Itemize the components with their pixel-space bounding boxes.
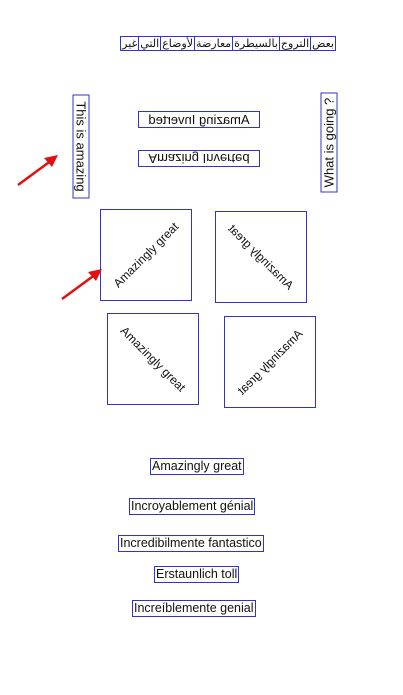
list-item: Amazingly great	[150, 458, 244, 475]
list-item: Incredibilmente fantastico	[118, 535, 264, 552]
rotated-box-1: Amazingly great	[100, 209, 192, 301]
rotated-box-3: Amazingly great	[107, 313, 199, 405]
list-item: Increíblemente genial	[132, 600, 256, 617]
rotated-label: Amazingly great	[234, 326, 306, 398]
arabic-word: لأوضاع	[160, 36, 196, 51]
rotated-label: Amazingly great	[225, 221, 297, 293]
list-item: Erstaunlich toll	[154, 566, 240, 583]
mirrored-text-vertical: Amazing Inverted	[138, 150, 260, 167]
arabic-word: التي	[138, 36, 162, 51]
red-arrow-icon	[17, 155, 58, 187]
arabic-word: التروج	[278, 36, 312, 51]
vertical-text-right: What is going ?	[320, 92, 338, 193]
rotated-box-2: Amazingly great	[215, 211, 307, 303]
arabic-word: غير	[120, 36, 140, 51]
arabic-word: بعض	[310, 36, 336, 51]
rotated-label: Amazingly great	[117, 323, 189, 395]
arabic-word: بالسيطرة	[232, 36, 280, 51]
arabic-text-row: بعضالتروجبالسيطرةمعارضةلأوضاعالتيغير	[68, 36, 336, 51]
rotated-box-4: Amazingly great	[224, 316, 316, 408]
rotated-label: Amazingly great	[110, 219, 182, 291]
mirrored-text-horizontal: Amazing Inverted	[138, 111, 260, 128]
arabic-word: معارضة	[194, 36, 234, 51]
red-arrow-icon	[61, 269, 102, 301]
list-item: Incroyablement génial	[129, 498, 256, 515]
vertical-text-left: This is amazing	[72, 94, 90, 199]
